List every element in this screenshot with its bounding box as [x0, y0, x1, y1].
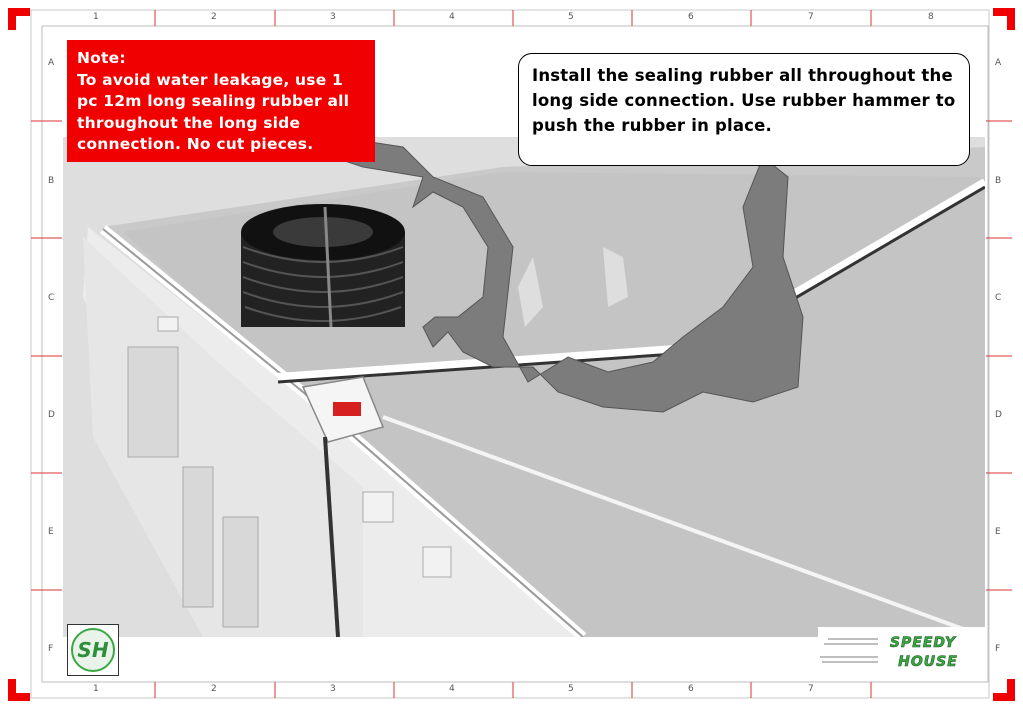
speedy-house-logo-icon: SPEEDY HOUSE: [818, 627, 986, 673]
grid-col-label: 3: [330, 12, 336, 22]
grid-col-label: 4: [449, 684, 455, 694]
instruction-callout: Install the sealing rubber all throughou…: [518, 53, 970, 166]
speedy-house-line1: SPEEDY: [890, 635, 957, 651]
grid-row-label: F: [995, 644, 1001, 654]
grid-col-label: 7: [808, 12, 814, 22]
instruction-text: Install the sealing rubber all throughou…: [532, 66, 956, 135]
grid-row-label: A: [995, 58, 1002, 68]
grid-col-label: 6: [688, 684, 694, 694]
grid-row-label: C: [995, 293, 1002, 303]
grid-col-label: 2: [211, 12, 217, 22]
grid-col-label: 3: [330, 684, 336, 694]
grid-row-label: B: [48, 176, 55, 186]
worker-silhouette: [332, 137, 804, 413]
corner-casting: [301, 376, 385, 637]
note-title: Note:: [77, 49, 126, 67]
grid-col-label: 8: [928, 12, 934, 22]
grid-row-label: C: [48, 293, 55, 303]
sh-logo-text: SH: [77, 638, 108, 662]
speedy-house-line2: HOUSE: [898, 654, 958, 670]
note-callout: Note: To avoid water leakage, use 1 pc 1…: [67, 40, 375, 162]
grid-col-label: 6: [688, 12, 694, 22]
grid-col-label: 5: [568, 12, 574, 22]
grid-row-label: F: [48, 644, 54, 654]
grid-row-label: E: [48, 527, 54, 537]
corner-mark-bottom-left: [8, 679, 30, 701]
grid-row-label: E: [995, 527, 1001, 537]
grid-row-label: D: [995, 410, 1002, 420]
grid-col-label: 1: [93, 684, 99, 694]
grid-col-label: 5: [568, 684, 574, 694]
corner-mark-top-left: [8, 8, 30, 30]
sh-logo-icon: SH: [67, 624, 119, 676]
note-text: To avoid water leakage, use 1 pc 12m lon…: [77, 70, 350, 154]
grid-col-label: 1: [93, 12, 99, 22]
grid-row-label: A: [48, 58, 55, 68]
grid-col-label: 4: [449, 12, 455, 22]
corner-mark-bottom-right: [993, 679, 1015, 701]
corner-mark-top-right: [993, 8, 1015, 30]
grid-col-label: 2: [211, 684, 217, 694]
grid-row-label: B: [995, 176, 1002, 186]
container-roof-illustration: [63, 137, 985, 637]
grid-col-label: 7: [808, 684, 814, 694]
rubber-coil: [241, 204, 405, 328]
grid-row-label: D: [48, 410, 55, 420]
